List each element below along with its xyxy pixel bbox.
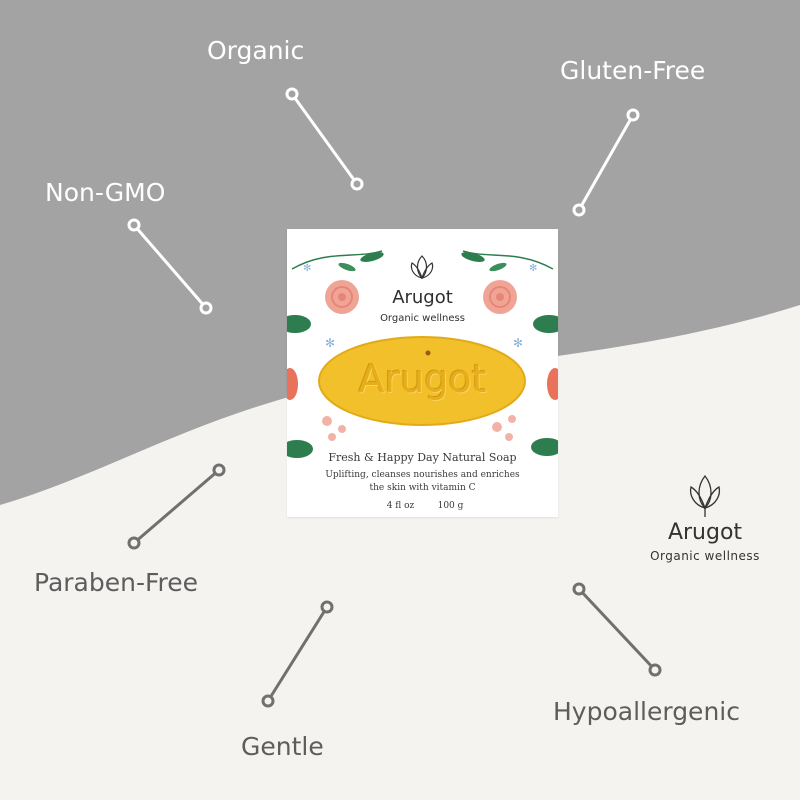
connector-organic xyxy=(285,87,364,191)
connector-paraben-free xyxy=(127,463,226,550)
connector-hypoallergenic xyxy=(572,582,662,677)
feature-paraben-free: Paraben-Free xyxy=(34,568,199,597)
box-tagline: Organic wellness xyxy=(380,313,465,324)
svg-text:✻: ✻ xyxy=(513,336,523,350)
soap-imprint: Arugot xyxy=(358,357,487,401)
side-logo: Arugot Organic wellness xyxy=(630,470,780,563)
volume: 4 fl oz xyxy=(386,501,415,511)
description-line1: Uplifting, cleanses nourishes and enrich… xyxy=(325,470,520,480)
floral-decoration: ✻ ✻ ✻ ✻ xyxy=(287,250,558,458)
feature-gluten-free: Gluten-Free xyxy=(560,56,706,85)
product-name: Fresh & Happy Day Natural Soap xyxy=(328,451,517,464)
feature-gentle: Gentle xyxy=(241,732,324,761)
feature-hypoallergenic: Hypoallergenic xyxy=(553,697,740,726)
svg-text:✻: ✻ xyxy=(529,263,537,274)
weight: 100 g xyxy=(437,501,464,511)
side-logo-tagline: Organic wellness xyxy=(650,549,760,563)
lotus-icon xyxy=(410,255,434,279)
connector-gentle xyxy=(261,600,334,708)
svg-text:✻: ✻ xyxy=(303,263,311,274)
soap-box: ✻ ✻ ✻ ✻ Arugot Organic wellness Arugot F… xyxy=(287,229,558,517)
description-line2: the skin with vitamin C xyxy=(369,483,476,493)
feature-organic: Organic xyxy=(207,36,305,65)
connector-non-gmo xyxy=(127,218,213,315)
svg-text:✻: ✻ xyxy=(325,336,335,350)
lotus-icon xyxy=(689,474,721,517)
side-logo-brand: Arugot xyxy=(667,520,743,545)
connector-gluten-free xyxy=(572,108,640,217)
feature-non-gmo: Non-GMO xyxy=(45,178,166,207)
box-brand: Arugot xyxy=(392,287,453,308)
